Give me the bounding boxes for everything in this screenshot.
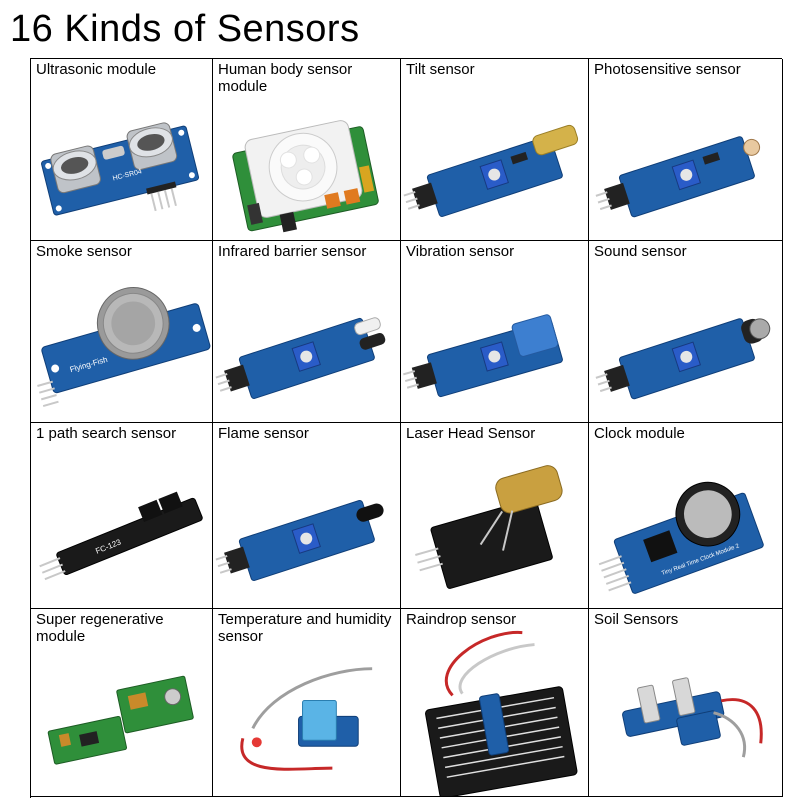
page-title: 16 Kinds of Sensors [10, 8, 360, 50]
sensor-cell-photosensitive: Photosensitive sensor [589, 59, 783, 241]
sensor-label: Soil Sensors [594, 611, 679, 628]
sensor-cell-sound: Sound sensor [589, 241, 783, 423]
sensor-cell-raindrop: Raindrop sensor [401, 609, 589, 797]
sensor-cell-clock: Clock module Tiny Real Time Clock Module… [589, 423, 783, 609]
sensor-label: Ultrasonic module [36, 61, 157, 78]
sensor-cell-path-search: 1 path search sensor FC-123 [31, 423, 213, 609]
smoke-sensor-image: Flying-Fish [37, 287, 211, 408]
sensor-label: 1 path search sensor [36, 425, 177, 442]
soil-sensor-image [622, 677, 763, 758]
sensor-label: Temperature and humidity sensor [218, 611, 392, 645]
sensor-cell-temp-humidity: Temperature and humidity sensor [213, 609, 401, 797]
sensor-cell-super-regenerative: Super regenerative module [31, 609, 213, 797]
vibration-sensor-image [403, 314, 563, 398]
pir-module-image [232, 120, 379, 233]
infrared-barrier-image [215, 317, 386, 399]
sensor-cell-vibration: Vibration sensor [401, 241, 589, 423]
super-regenerative-image [47, 675, 194, 765]
sensor-label: Vibration sensor [406, 243, 515, 260]
sensor-label: Super regenerative module [36, 611, 164, 645]
sensor-label: Sound sensor [594, 243, 687, 260]
sensor-label: Human body sensor module [218, 61, 353, 95]
sensor-label: Infrared barrier sensor [218, 243, 367, 260]
clock-module-image: Tiny Real Time Clock Module 2 [598, 481, 764, 594]
sensor-cell-smoke: Smoke sensor Flying-Fish [31, 241, 213, 423]
ultrasonic-module-image: HC-SR04 [41, 122, 199, 216]
sensor-cell-flame: Flame sensor [213, 423, 401, 609]
laser-head-sensor-image [415, 465, 563, 589]
sensor-cell-infrared-barrier: Infrared barrier sensor [213, 241, 401, 423]
sensor-cell-laser-head: Laser Head Sensor [401, 423, 589, 609]
sensor-label: Raindrop sensor [406, 611, 517, 628]
tilt-sensor-image [403, 124, 579, 217]
sensor-label: Tilt sensor [406, 61, 475, 78]
flame-sensor-image [215, 499, 384, 581]
path-search-sensor-image: FC-123 [39, 491, 203, 581]
sensor-label: Laser Head Sensor [406, 425, 536, 442]
photosensitive-sensor-image [595, 136, 761, 218]
sound-sensor-image [595, 318, 771, 400]
sensor-label: Clock module [594, 425, 685, 442]
sensor-label: Flame sensor [218, 425, 309, 442]
sensor-label: Photosensitive sensor [594, 61, 741, 78]
sensor-cell-tilt: Tilt sensor [401, 59, 589, 241]
sensor-label: Smoke sensor [36, 243, 132, 260]
sensor-cell-human-body: Human body sensor module [213, 59, 401, 241]
sensor-grid: Ultrasonic module HC-SR04 [30, 58, 783, 798]
raindrop-sensor-image [425, 631, 578, 796]
temp-humidity-image [240, 667, 373, 771]
sensor-cell-soil: Soil Sensors [589, 609, 783, 797]
sensor-cell-ultrasonic: Ultrasonic module HC-SR04 [31, 59, 213, 241]
